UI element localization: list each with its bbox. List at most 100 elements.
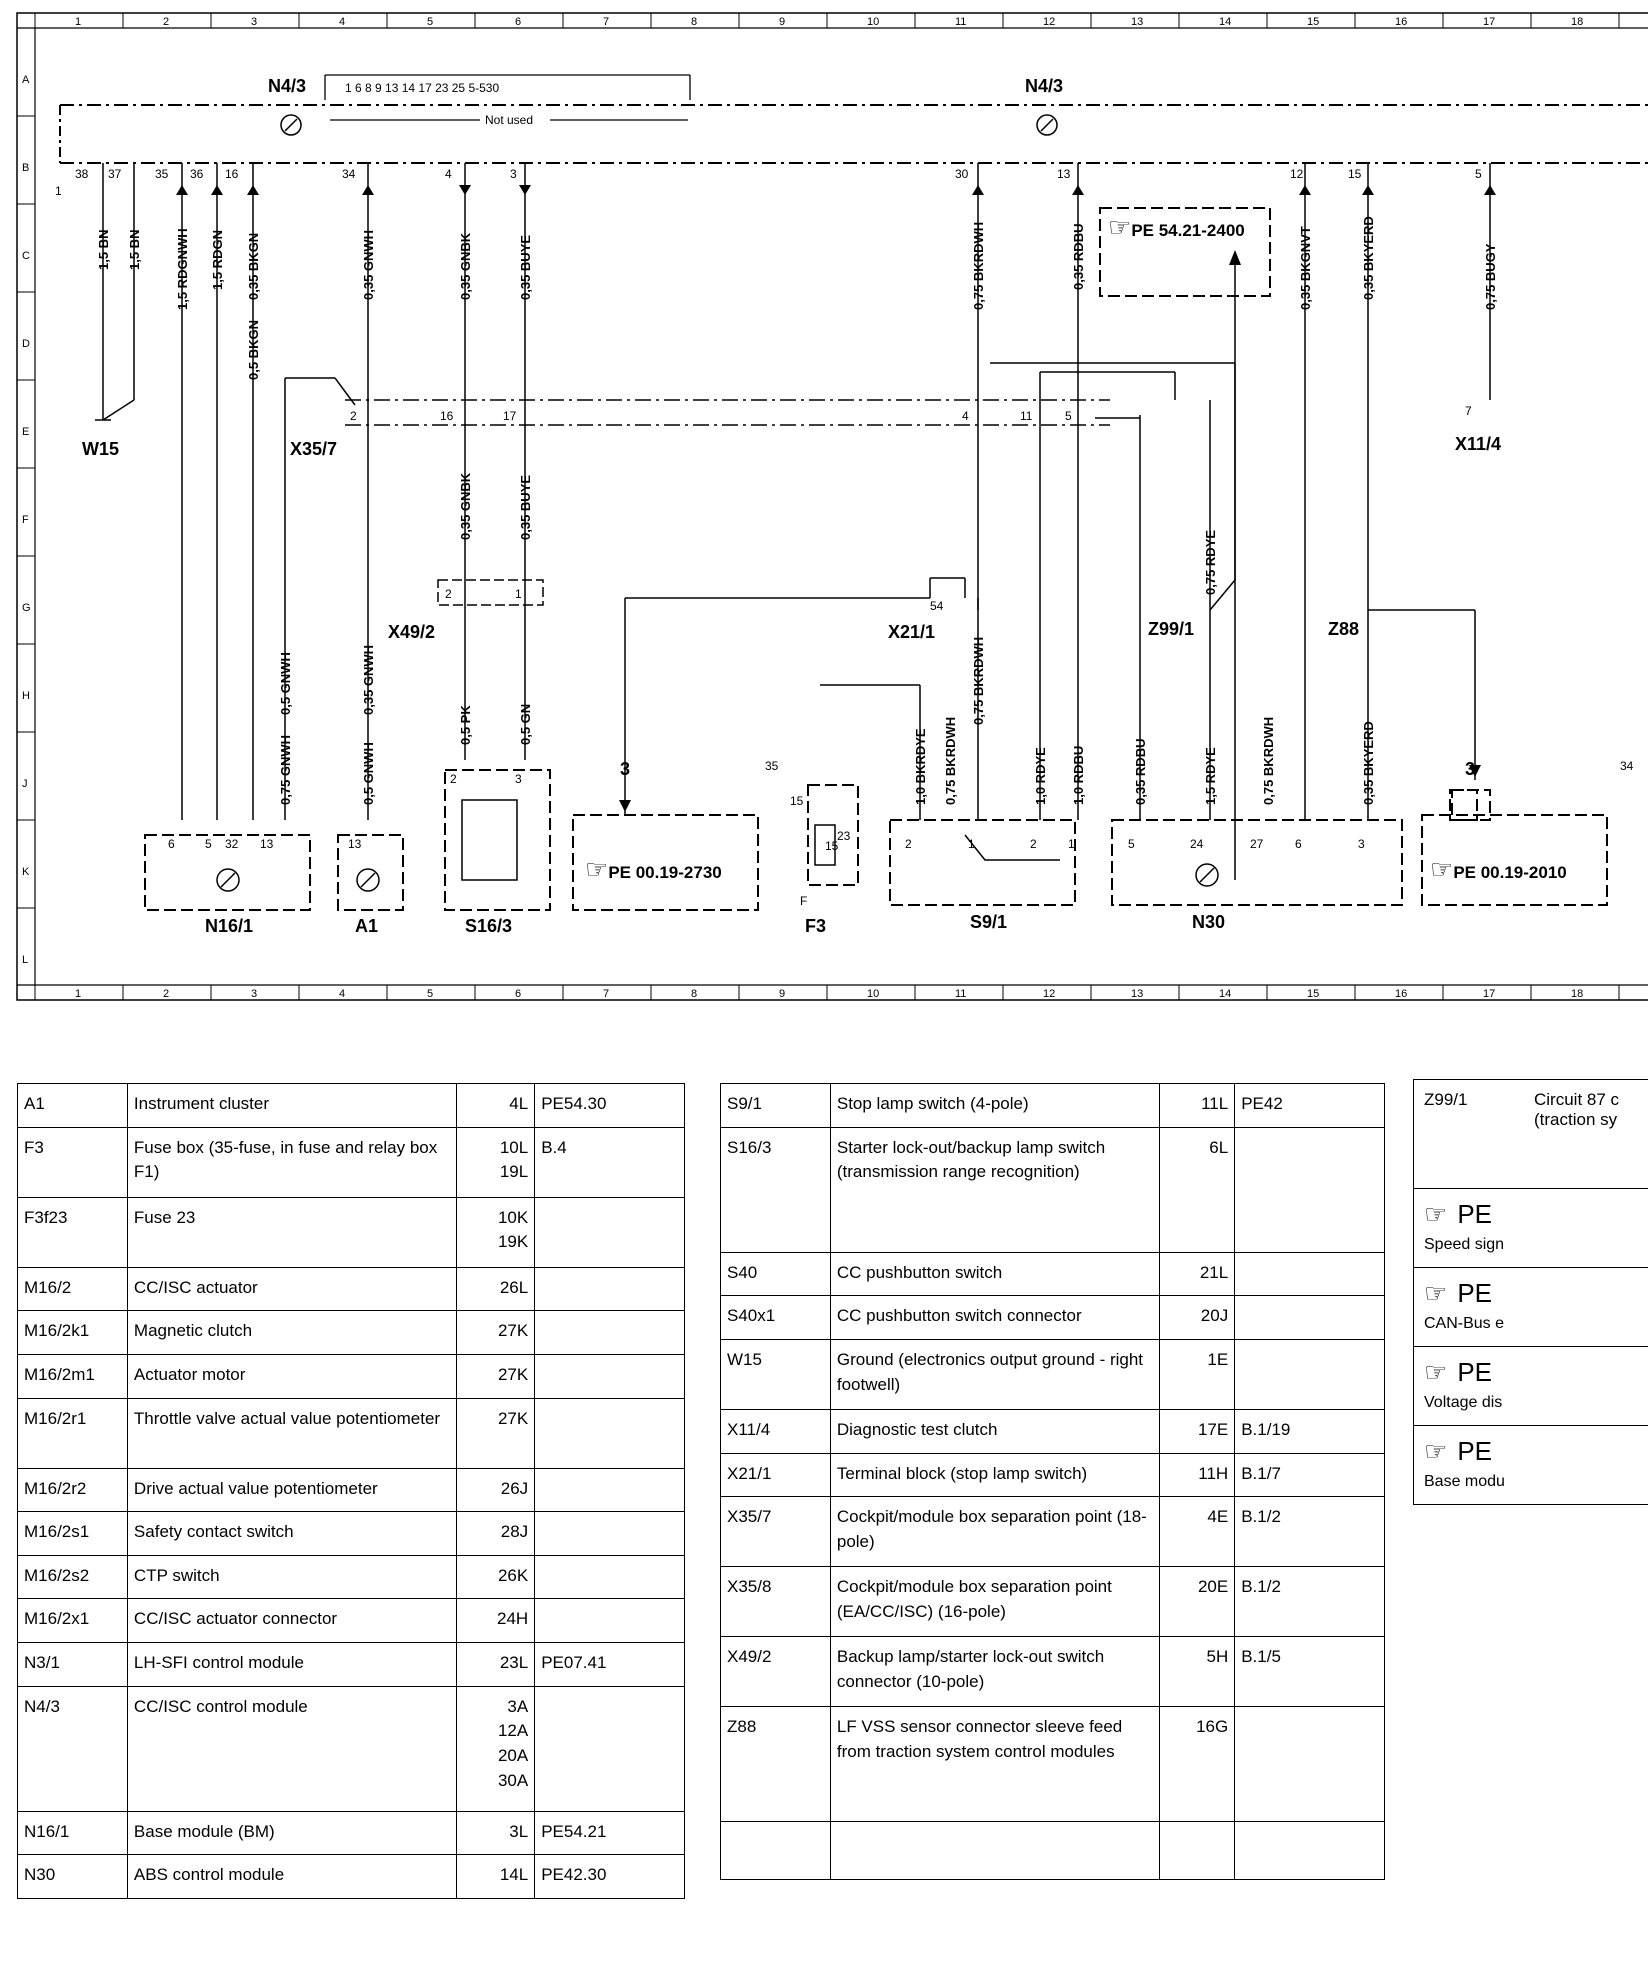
legend-desc: ABS control module: [126, 1854, 458, 1900]
wire-label: 0,75 BKRDWH: [1261, 717, 1276, 805]
grid-row-label: E: [22, 426, 29, 438]
wire-label: 0,35 GNWH: [361, 230, 376, 300]
pointing-hand-icon: ☞: [1108, 212, 1131, 242]
legend-code: N4/3: [17, 1685, 128, 1812]
legend-code: X21/1: [720, 1452, 831, 1498]
legend-code: F3: [17, 1126, 128, 1198]
grid-column-label: 9: [779, 988, 785, 1000]
legend-desc: Cockpit/module box separation point (EA/…: [829, 1566, 1161, 1638]
reference-prefix: PE: [1457, 1436, 1492, 1466]
legend-code: X35/8: [720, 1566, 831, 1638]
svg-text:F: F: [800, 894, 807, 908]
svg-text:15: 15: [790, 794, 804, 808]
legend-loc: 26L: [456, 1266, 536, 1312]
legend-loc: 11L: [1159, 1083, 1236, 1128]
legend-desc: LF VSS sensor connector sleeve feed from…: [829, 1706, 1161, 1823]
legend-loc: 16G: [1159, 1706, 1236, 1823]
svg-text:54: 54: [930, 599, 944, 613]
svg-text:13: 13: [260, 837, 274, 851]
wire-label: 0,35 GNWH: [361, 645, 376, 715]
svg-text:1: 1: [1068, 837, 1075, 851]
wire-label: 0,75 RDYE: [1203, 530, 1218, 595]
grid-frame: [16, 12, 1648, 1001]
grid-row-label: B: [22, 162, 29, 174]
legend-loc: 3L: [456, 1810, 536, 1856]
svg-text:13: 13: [1057, 167, 1071, 181]
legend-desc: CC pushbutton switch: [829, 1251, 1161, 1297]
legend-desc: Backup lamp/starter lock-out switch conn…: [829, 1636, 1161, 1708]
legend-desc: CTP switch: [126, 1554, 458, 1600]
component-boxes: [144, 207, 1608, 911]
svg-text:2: 2: [445, 587, 452, 601]
wire-label: 0,35 BKGNVT: [1298, 226, 1313, 310]
grid-row-label: C: [22, 250, 30, 262]
svg-text:3: 3: [1465, 759, 1475, 779]
legend-desc: Throttle valve actual value potentiomete…: [126, 1397, 458, 1469]
not-used-label: Not used: [485, 113, 533, 127]
legend-ref: [534, 1266, 685, 1312]
legend-code: M16/2s1: [17, 1511, 128, 1556]
grid-column-label: 1: [75, 16, 81, 28]
legend-desc: CC/ISC control module: [126, 1685, 458, 1812]
legend-loc: 10K 19K: [456, 1196, 536, 1268]
component-label-n161: N16/1: [205, 916, 253, 936]
legend-loc: 6L: [1159, 1126, 1236, 1253]
legend-desc: Circuit 87 c (traction sy: [1534, 1090, 1620, 1129]
pointing-hand-icon: ☞: [1430, 854, 1453, 884]
legend-ref: PE54.30: [534, 1083, 685, 1128]
wire-label: 0,75 BKRDWH: [971, 222, 986, 310]
legend-desc: Starter lock-out/backup lamp switch (tra…: [829, 1126, 1161, 1253]
legend-ref: [1234, 1706, 1385, 1823]
grid-column-label: 7: [603, 988, 609, 1000]
grid-row-label: G: [22, 602, 31, 614]
reference-prefix: PE: [1457, 1199, 1492, 1229]
grid-column-label: 11: [955, 16, 966, 28]
top-pin-list: 1 6 8 9 13 14 17 23 25 5-530: [345, 81, 499, 95]
grid-column-label: 13: [1131, 988, 1143, 1000]
legend-desc: Terminal block (stop lamp switch): [829, 1452, 1161, 1498]
legend-ref: B.1/19: [1234, 1408, 1385, 1454]
grid-column-label: 17: [1483, 988, 1495, 1000]
legend-ref: [534, 1511, 685, 1556]
grid-column-label: 12: [1043, 16, 1055, 28]
legend-ref: B.1/2: [1234, 1496, 1385, 1568]
pointing-hand-icon: ☞: [585, 854, 608, 884]
not-used-bracket: [324, 74, 691, 121]
legend-ref: [1234, 1821, 1385, 1881]
legend-desc: CC pushbutton switch connector: [829, 1295, 1161, 1340]
grid-column-label: 15: [1307, 16, 1319, 28]
legend-loc: 20J: [1159, 1295, 1236, 1340]
legend-ref: B.4: [534, 1126, 685, 1198]
svg-text:34: 34: [1620, 759, 1634, 773]
svg-text:4: 4: [445, 167, 452, 181]
svg-text:38: 38: [75, 167, 89, 181]
grid-column-label: 1: [75, 988, 81, 1000]
wire-label: 0,5 GNWH: [278, 652, 293, 715]
legend-loc: 5H: [1159, 1636, 1236, 1708]
wire-label: 1,5 BN: [96, 230, 111, 270]
legend-desc: Stop lamp switch (4-pole): [829, 1083, 1161, 1128]
legend-desc: Fuse box (35-fuse, in fuse and relay box…: [126, 1126, 458, 1198]
legend-code: M16/2: [17, 1266, 128, 1312]
grid-row-label: L: [22, 954, 28, 966]
wire-label: 0,5 PK: [458, 705, 473, 745]
grid-column-label: 17: [1483, 16, 1495, 28]
component-label-f3: F3: [805, 916, 826, 936]
legend-loc: 26J: [456, 1467, 536, 1513]
legend-ref: [534, 1467, 685, 1513]
grid-column-label: 2: [163, 988, 169, 1000]
svg-text:23: 23: [837, 829, 851, 843]
